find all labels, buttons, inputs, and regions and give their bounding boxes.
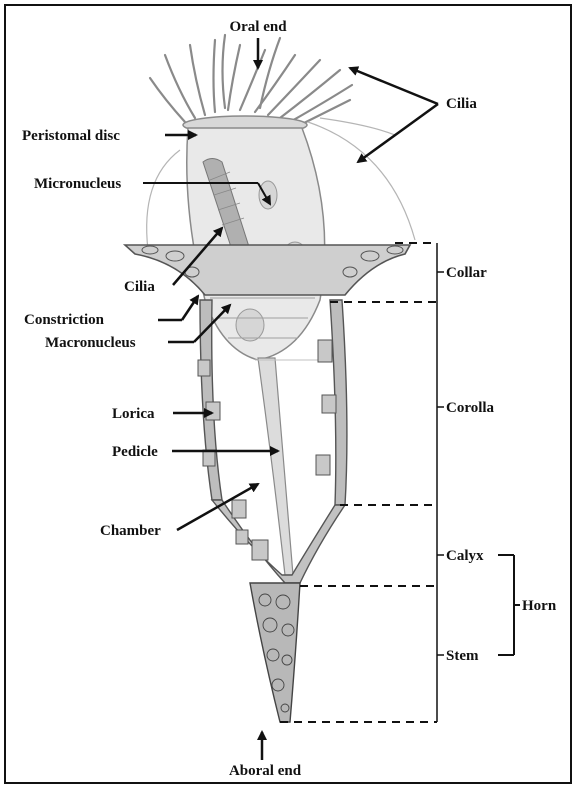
- horn-bracket: [498, 555, 520, 655]
- label-constriction: Constriction: [24, 312, 105, 328]
- label-oral-end: Oral end: [229, 19, 287, 35]
- label-corolla: Corolla: [446, 400, 495, 416]
- organism-illustration: [125, 35, 415, 722]
- label-calyx: Calyx: [446, 548, 484, 564]
- label-chamber: Chamber: [100, 523, 161, 539]
- label-micronucleus: Micronucleus: [34, 176, 121, 192]
- label-stem: Stem: [446, 648, 479, 664]
- lorica-stem: [250, 583, 300, 722]
- label-cilia-top: Cilia: [446, 96, 477, 112]
- label-pedicle: Pedicle: [112, 444, 158, 460]
- label-horn: Horn: [522, 598, 557, 614]
- label-collar: Collar: [446, 265, 487, 281]
- label-peristomal-disc: Peristomal disc: [22, 128, 120, 144]
- oral-cilia-fan: [150, 35, 352, 125]
- label-lorica: Lorica: [112, 406, 155, 422]
- label-cilia-inner: Cilia: [124, 279, 155, 295]
- label-macronucleus: Macronucleus: [45, 335, 136, 351]
- label-aboral-end: Aboral end: [229, 763, 302, 779]
